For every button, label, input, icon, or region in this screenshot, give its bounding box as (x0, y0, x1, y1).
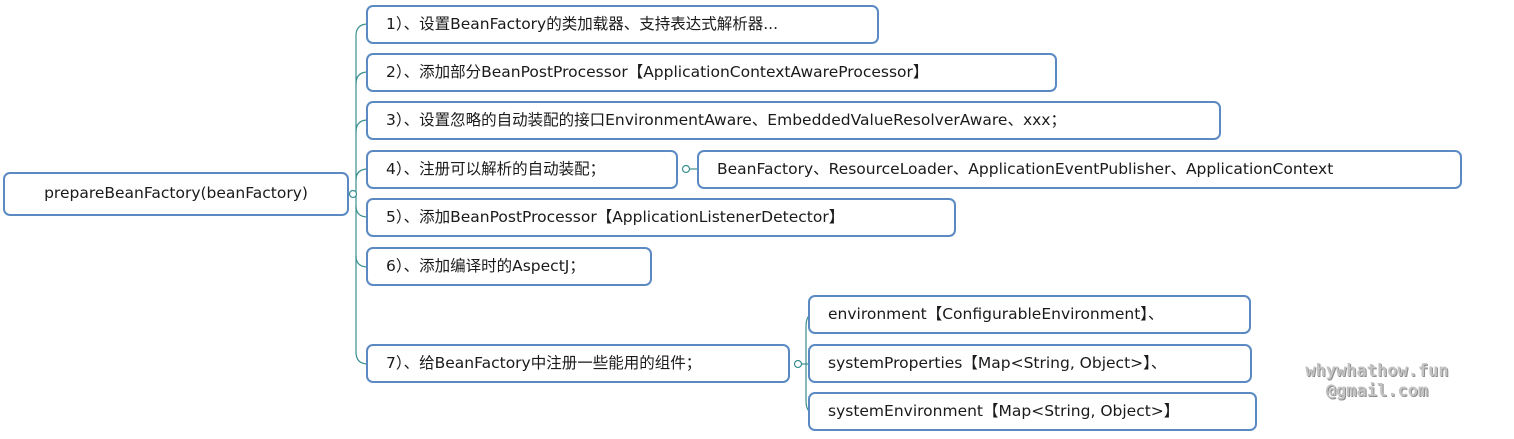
step-node-7: 7）、给BeanFactory中注册一些能用的组件； (366, 344, 790, 383)
step-7-child-node-1: environment【ConfigurableEnvironment】、 (808, 295, 1251, 334)
watermark-line-2: @gmail.com (1325, 381, 1429, 402)
step-7-child-node-3: systemEnvironment【Map<String, Object>】 (808, 392, 1257, 431)
step-label-2: 2）、添加部分BeanPostProcessor【ApplicationCont… (386, 62, 929, 81)
connector-node-step-7 (793, 359, 803, 369)
step-label-6: 6）、添加编译时的AspectJ； (386, 256, 585, 275)
step-7-child-label-2: systemProperties【Map<String, Object>】、 (828, 353, 1167, 372)
step-7-child-label-1: environment【ConfigurableEnvironment】、 (828, 304, 1164, 323)
step-label-3: 3）、设置忽略的自动装配的接口EnvironmentAware、Embedded… (386, 110, 1066, 129)
step-label-4: 4）、注册可以解析的自动装配； (386, 159, 606, 178)
step-node-4: 4）、注册可以解析的自动装配； (366, 150, 678, 189)
step-label-7: 7）、给BeanFactory中注册一些能用的组件； (386, 353, 702, 372)
connector-root-trunk-lower (355, 194, 369, 365)
connector-root-trunk (353, 23, 369, 195)
step-node-5: 5）、添加BeanPostProcessor【ApplicationListen… (366, 198, 956, 237)
step-node-6: 6）、添加编译时的AspectJ； (366, 247, 652, 286)
watermark-line-1: whywhathow.fun (1305, 361, 1449, 381)
connector-node-step-4 (681, 164, 691, 174)
root-node: prepareBeanFactory(beanFactory) (3, 172, 349, 216)
step-7-child-label-3: systemEnvironment【Map<String, Object>】 (828, 401, 1180, 420)
step-4-child-node: BeanFactory、ResourceLoader、ApplicationEv… (697, 150, 1462, 189)
root-label: prepareBeanFactory(beanFactory) (44, 184, 308, 203)
connector-node-root (348, 189, 358, 199)
step-node-3: 3）、设置忽略的自动装配的接口EnvironmentAware、Embedded… (366, 101, 1221, 140)
step-node-1: 1）、设置BeanFactory的类加载器、支持表达式解析器... (366, 5, 879, 44)
watermark: whywhathow.fun @gmail.com (1296, 361, 1458, 402)
step-label-1: 1）、设置BeanFactory的类加载器、支持表达式解析器... (386, 14, 779, 33)
step-label-5: 5）、添加BeanPostProcessor【ApplicationListen… (386, 207, 845, 226)
step-node-2: 2）、添加部分BeanPostProcessor【ApplicationCont… (366, 53, 1057, 92)
step-4-child-label: BeanFactory、ResourceLoader、ApplicationEv… (717, 159, 1334, 178)
step-7-child-node-2: systemProperties【Map<String, Object>】、 (808, 344, 1252, 383)
